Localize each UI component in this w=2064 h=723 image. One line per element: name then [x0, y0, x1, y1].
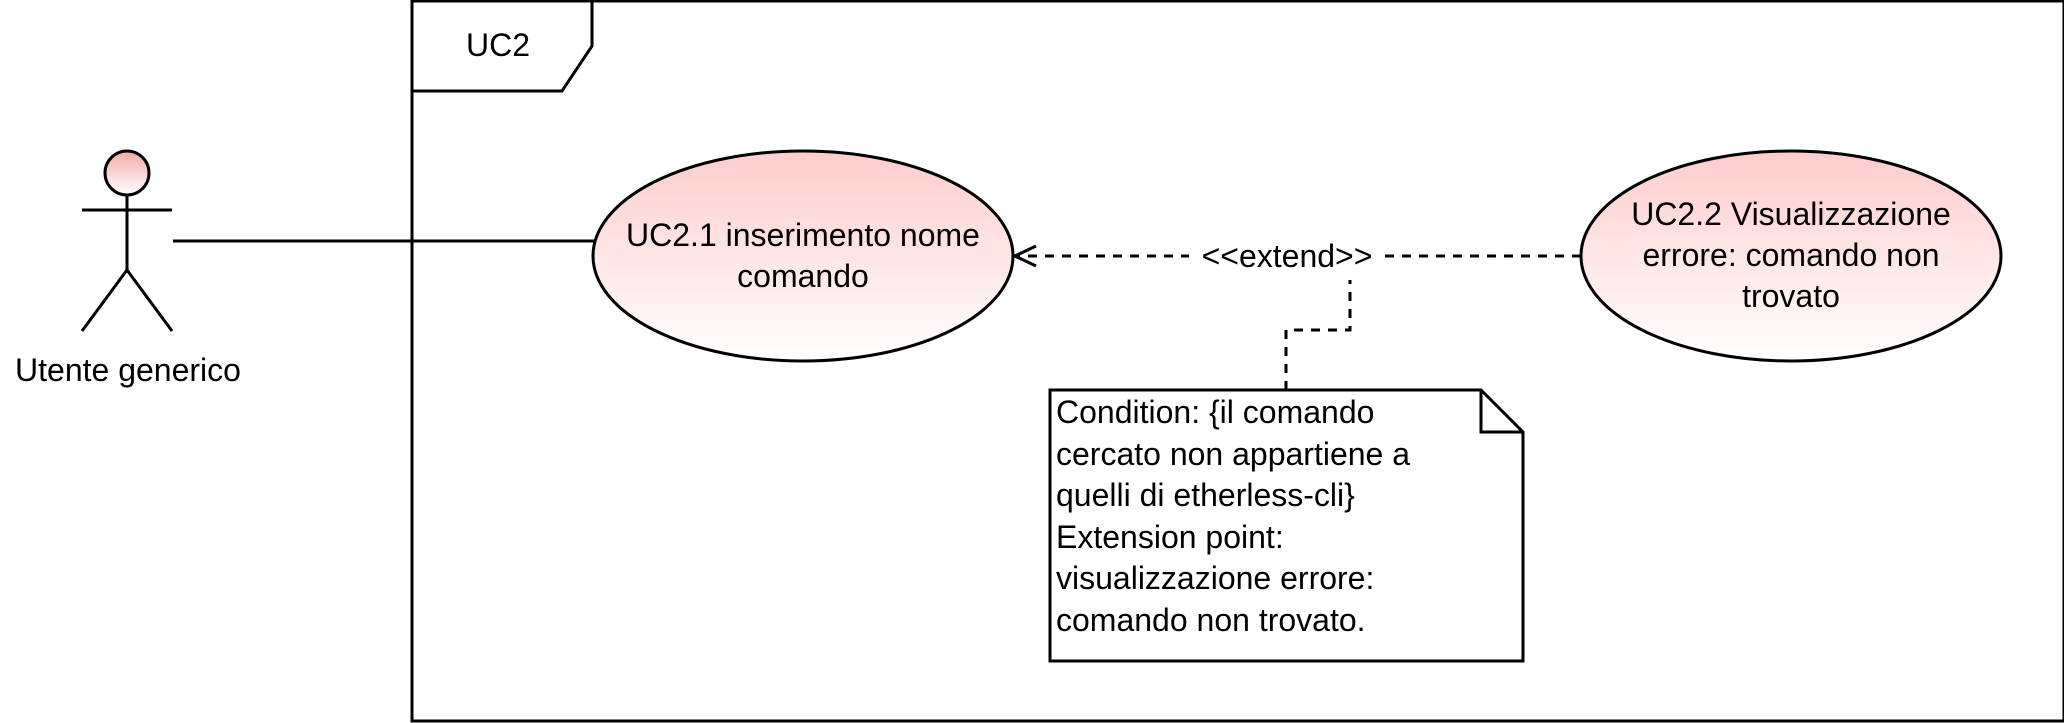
use-case-uc2-1-label: UC2.1 inserimento nome comando — [626, 217, 980, 294]
frame-title-tab — [412, 1, 594, 93]
frame-title: UC2 — [466, 27, 531, 64]
note-anchor-line — [1284, 258, 1352, 390]
system-frame — [410, 0, 2064, 723]
extend-arrowhead — [1011, 244, 1037, 268]
actor-label: Utente generico — [15, 352, 241, 388]
actor-head — [103, 149, 151, 197]
actor-right-leg — [125, 269, 174, 332]
actor-left-leg — [80, 269, 129, 332]
extend-stereotype-label: <<extend>> — [1189, 236, 1385, 280]
note-text: Condition: {il comando cercato non appar… — [1056, 394, 1411, 638]
note-fold — [1479, 390, 1523, 434]
use-case-uc2-2-label: UC2.2 Visualizzazione errore: comando no… — [1631, 195, 1951, 314]
actor-figure — [80, 149, 174, 332]
note-shape — [1048, 388, 1525, 663]
